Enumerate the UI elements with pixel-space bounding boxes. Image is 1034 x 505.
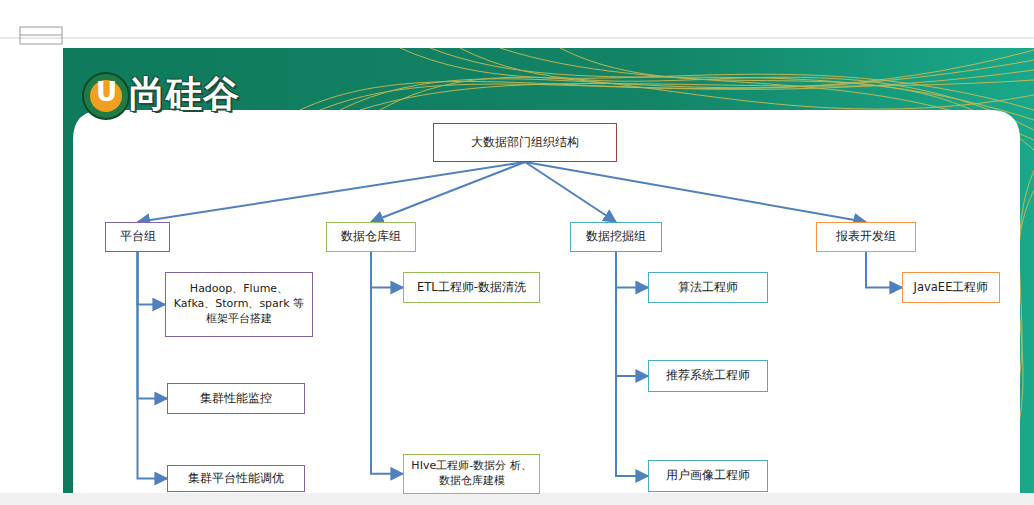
node-text: 用户画像工程师 xyxy=(666,468,750,484)
org-connector xyxy=(371,252,403,474)
node-text: 报表开发组 xyxy=(836,229,896,245)
content-panel xyxy=(73,110,1020,493)
org-connector xyxy=(371,252,403,288)
node-text: 大数据部门组织结构 xyxy=(471,134,579,150)
org-title-box: 大数据部门组织结构 xyxy=(433,123,617,162)
status-bar xyxy=(0,493,1034,505)
group-box: 报表开发组 xyxy=(816,222,916,252)
logo-mark: U xyxy=(96,77,116,107)
org-connector xyxy=(616,252,648,288)
toolbar-icon xyxy=(20,35,62,36)
node-text: 集群平台性能调优 xyxy=(188,471,284,487)
role-box: HIve工程师-数据分 析、数据仓库建模 xyxy=(403,454,540,494)
role-box: 集群平台性能调优 xyxy=(167,465,305,492)
org-connector xyxy=(866,252,902,288)
node-text: JavaEE工程师 xyxy=(914,280,989,296)
logo-circle xyxy=(83,73,129,119)
ruler-line xyxy=(0,38,1034,39)
role-box: 用户画像工程师 xyxy=(648,460,768,492)
node-text: ETL工程师-数据清洗 xyxy=(417,280,526,296)
role-box: JavaEE工程师 xyxy=(902,272,1000,303)
role-box: Hadoop、Flume、 Kafka、Storm、spark 等框架平台搭建 xyxy=(165,272,313,337)
node-text: 集群性能监控 xyxy=(200,391,272,407)
slide-band xyxy=(63,48,1034,493)
org-connector xyxy=(138,252,168,479)
node-text: 算法工程师 xyxy=(678,280,738,296)
node-text: 平台组 xyxy=(120,229,156,245)
group-box: 数据仓库组 xyxy=(326,222,416,252)
org-connector xyxy=(371,162,525,222)
org-connector xyxy=(616,252,648,376)
org-connector xyxy=(138,252,166,305)
role-box: 集群性能监控 xyxy=(167,383,305,414)
role-box: ETL工程师-数据清洗 xyxy=(403,272,540,303)
org-connector xyxy=(525,162,866,222)
logo-text: 尚硅谷 xyxy=(129,70,240,119)
node-text: Hadoop、Flume、 Kafka、Storm、spark 等框架平台搭建 xyxy=(172,282,306,327)
group-box: 数据挖掘组 xyxy=(570,222,662,252)
node-text: 推荐系统工程师 xyxy=(666,368,750,384)
role-box: 推荐系统工程师 xyxy=(648,360,768,392)
org-connector xyxy=(138,162,526,222)
org-connector xyxy=(138,252,168,399)
role-box: 算法工程师 xyxy=(648,272,768,303)
node-text: 数据挖掘组 xyxy=(586,229,646,245)
node-text: 数据仓库组 xyxy=(341,229,401,245)
group-box: 平台组 xyxy=(105,222,170,252)
org-connector xyxy=(616,252,648,476)
toolbar-icon xyxy=(20,27,62,44)
node-text: HIve工程师-数据分 析、数据仓库建模 xyxy=(410,459,533,489)
